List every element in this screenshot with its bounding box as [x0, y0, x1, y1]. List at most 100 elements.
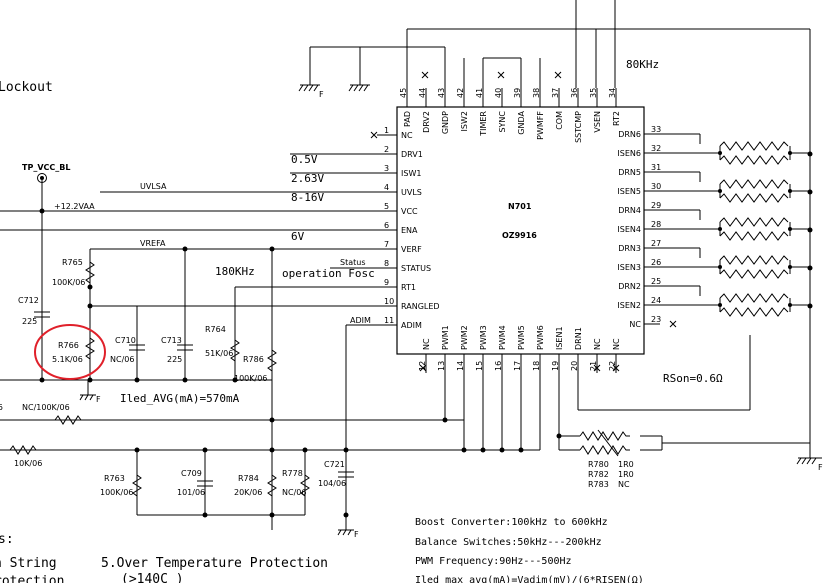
note-otp-threshold: (>140C ) — [121, 572, 184, 583]
svg-text:10K/06: 10K/06 — [14, 459, 42, 468]
net-label-2v63: 2.63V — [291, 172, 324, 185]
resistor-r766: R766 5.1K/06 — [52, 337, 95, 364]
resistor-pair-4 — [660, 255, 810, 279]
svg-text:NC/06: NC/06 — [110, 355, 134, 364]
pin-name-34: RT2 — [612, 111, 621, 126]
pin-number-7: 7 — [384, 240, 389, 249]
pin-number-25: 25 — [651, 277, 661, 286]
pin-number-36: 36 — [570, 88, 579, 98]
right-wiring — [660, 133, 701, 328]
svg-text:R778: R778 — [282, 469, 303, 478]
operation-fosc-label: operation Fosc — [282, 267, 375, 280]
pin-name-16: PWM4 — [498, 325, 507, 350]
pin-number-18: 18 — [532, 361, 541, 371]
pin-number-32: 32 — [651, 144, 661, 153]
pin-name-10: RANGLED — [401, 302, 440, 311]
pin-name-40: SYNC — [498, 111, 507, 133]
pin-name-25: DRN2 — [618, 282, 641, 291]
pin-name-9: RT1 — [401, 283, 416, 292]
svg-text:R764: R764 — [205, 325, 226, 334]
pin-number-20: 20 — [570, 361, 579, 371]
pin-name-14: PWM2 — [460, 325, 469, 350]
pin-number-16: 16 — [494, 361, 503, 371]
ground-symbol-bottom-right: F — [796, 440, 823, 472]
svg-text:NC/100K/06: NC/100K/06 — [22, 403, 70, 412]
pin-name-21: NC — [593, 338, 602, 350]
svg-text:C721: C721 — [324, 460, 345, 469]
pin-number-27: 27 — [651, 239, 661, 248]
pin-name-26: ISEN3 — [617, 263, 641, 272]
ic-ref: N701 — [508, 202, 532, 211]
svg-text:R784: R784 — [238, 474, 259, 483]
svg-text:NC/06: NC/06 — [282, 488, 306, 497]
pin-name-15: PWM3 — [479, 325, 488, 350]
note-fragment-protection: rotection — [0, 574, 64, 583]
pin-name-27: DRN3 — [618, 244, 641, 253]
pin-name-8: STATUS — [401, 264, 431, 273]
pin-name-13: PWM1 — [441, 325, 450, 350]
pin-number-38: 38 — [532, 88, 541, 98]
pin-name-22: NC — [612, 338, 621, 350]
svg-text:100K/06: 100K/06 — [100, 488, 133, 497]
red-highlight-circle — [34, 324, 106, 380]
svg-text:C710: C710 — [115, 336, 136, 345]
capacitor-c721: C721 104/06 — [318, 460, 354, 488]
note-pwm-frequency: PWM Frequency:90Hz---500Hz — [415, 556, 572, 567]
svg-text:C713: C713 — [161, 336, 182, 345]
resistor-pair-5 — [660, 293, 810, 317]
bottom-pin-group: 12NC13PWM114PWM215PWM316PWM417PWM518PWM6… — [418, 325, 621, 373]
pin-number-40: 40 — [494, 88, 503, 98]
svg-text:R786: R786 — [243, 355, 264, 364]
pin-number-37: 37 — [551, 88, 560, 98]
capacitor-c713: C713 225 — [161, 336, 193, 364]
resistor-r786: R786 100K/06 — [234, 349, 277, 383]
ic-part: OZ9916 — [502, 231, 537, 240]
pin-name-39: GNDA — [517, 110, 526, 134]
net-label-12v2: +12.2VAA — [54, 202, 95, 211]
resistor-r778: R778 NC/06 — [282, 469, 310, 497]
svg-text:F: F — [818, 463, 823, 472]
svg-text:51K/06: 51K/06 — [205, 349, 233, 358]
pin-number-21: 21 — [589, 361, 598, 371]
net-label-6v: 6V — [291, 230, 305, 243]
freq-80khz-label: 80KHz — [626, 58, 659, 71]
svg-text:F: F — [319, 90, 324, 99]
resistor-pair-2 — [660, 179, 810, 203]
pin-number-43: 43 — [437, 88, 446, 98]
nc-mark-pin-1 — [370, 131, 378, 139]
pin-number-44: 44 — [418, 88, 427, 98]
pin-number-10: 10 — [384, 297, 394, 306]
lockout-label: Lockout — [0, 80, 53, 95]
pin-name-38: PWMFF — [536, 111, 545, 140]
net-label-uvlsa: UVLSA — [140, 182, 167, 191]
pin-number-2: 2 — [384, 145, 389, 154]
pin-number-31: 31 — [651, 163, 661, 172]
pin-name-30: ISEN5 — [617, 187, 641, 196]
pin-name-11: ADIM — [401, 321, 422, 330]
pin-name-31: DRN5 — [618, 168, 641, 177]
junction-dots — [39, 151, 813, 518]
pin-name-18: PWM6 — [536, 325, 545, 350]
svg-text:R765: R765 — [62, 258, 83, 267]
svg-text:5.1K/06: 5.1K/06 — [52, 355, 83, 364]
pin-number-26: 26 — [651, 258, 661, 267]
svg-text:R766: R766 — [58, 341, 79, 350]
pin-number-15: 15 — [475, 361, 484, 371]
svg-text:101/06: 101/06 — [177, 488, 205, 497]
note-fragment-s: s: — [0, 532, 14, 547]
pin-name-20: DRN1 — [574, 327, 583, 350]
pin-number-24: 24 — [651, 296, 661, 305]
svg-text:225: 225 — [167, 355, 182, 364]
svg-text:100K/06: 100K/06 — [52, 278, 85, 287]
r783-ref: R783 — [588, 480, 609, 489]
svg-text:F: F — [96, 395, 101, 404]
pin-number-41: 41 — [475, 88, 484, 98]
note-boost-converter: Boost Converter:100kHz to 600kHz — [415, 517, 608, 528]
note-balance-switches: Balance Switches:50kHz---200kHz — [415, 537, 602, 548]
pin-number-9: 9 — [384, 278, 389, 287]
bottom-wiring — [346, 335, 810, 451]
top-pin-group: 45PAD44DRV243GNDP42ISW241TIMER40SYNC39GN… — [399, 88, 621, 143]
net-label-adim: ADIM — [350, 316, 371, 325]
pin-name-4: UVLS — [401, 188, 422, 197]
resistors-r780-r782-r783: R780 1R0 R782 1R0 R783 NC — [579, 429, 634, 489]
